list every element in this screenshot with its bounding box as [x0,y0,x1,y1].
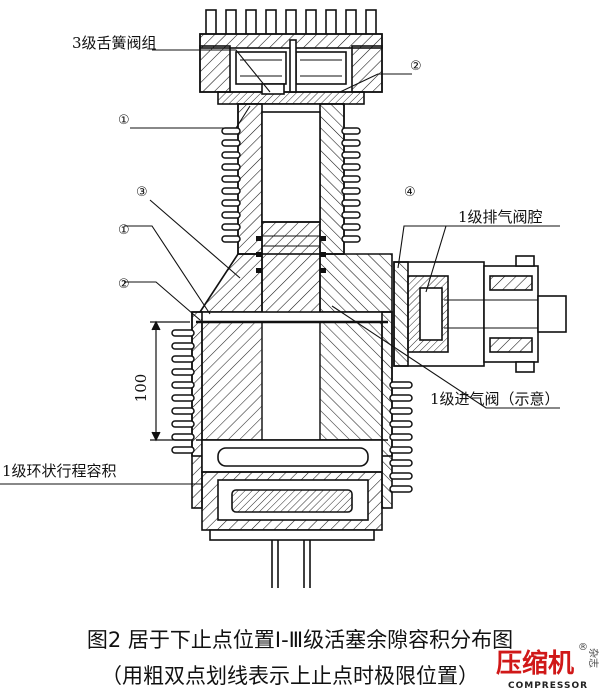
first-stage-fins-right [389,381,413,493]
dimension-100 [150,320,190,442]
first-stage-cylinder [191,311,393,509]
watermark-reg: ® [578,642,588,653]
connecting-rod [271,540,311,588]
piston-rings [256,236,326,273]
label-exhaust-cavity: 1级排气阀腔 [458,208,543,226]
watermark-side: 杂志 [587,648,600,668]
exhaust-valve-chamber [393,255,567,373]
marker-4: ④ [404,185,416,200]
first-stage-fins-left [171,329,195,454]
marker-2-mid: ② [118,277,130,292]
marker-2-top: ② [410,59,422,74]
label-annular-volume: 1级环状行程容积 [2,462,117,480]
watermark-sub: COMPRESSOR [508,681,588,691]
leader-lines [0,49,560,485]
top-cooling-fins [205,9,377,37]
dimension-label: 100 [132,374,150,403]
label-intake-valve: 1级进气阀（示意） [430,390,560,408]
watermark-main: 压缩机 [496,648,574,679]
label-reed-valve: 3级舌簧阀组 [72,34,157,52]
third-stage-fins-left [221,127,241,243]
top-valve-head [199,33,383,105]
publisher-watermark: 压缩机 COMPRESSOR 杂志 ® [496,642,600,691]
marker-3: ③ [136,185,148,200]
third-stage-cylinder [237,103,345,255]
lower-piston [201,439,383,541]
marker-1-mid: ① [118,223,130,238]
figure-caption-line1: 图2 居于下止点位置Ⅰ-Ⅲ级活塞余隙容积分布图 [87,628,513,652]
third-stage-fins-right [341,127,361,243]
figure-caption-line2: （用粗双点划线表示上止点时极限位置） [101,664,479,688]
marker-1-top: ① [118,113,130,128]
